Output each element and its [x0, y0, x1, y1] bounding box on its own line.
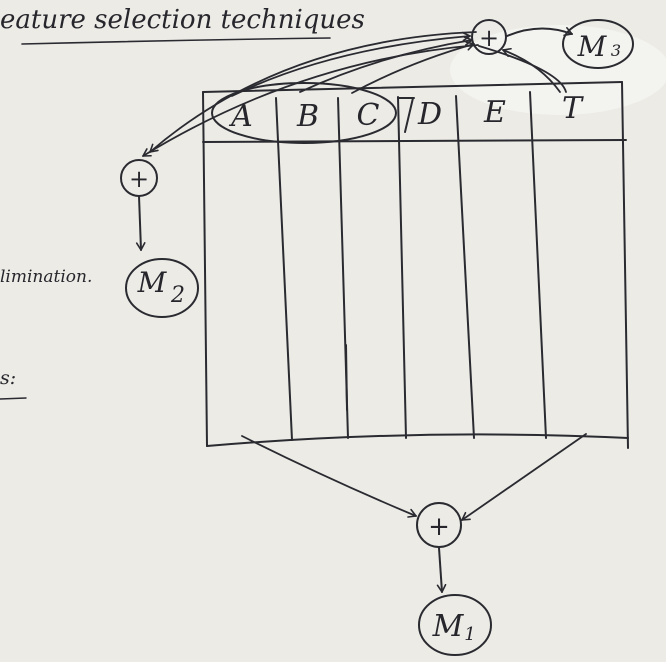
combine-node-left-label: +: [129, 165, 149, 193]
model-m3-subscript: 3: [611, 41, 621, 60]
arrow-to-m2: [135, 195, 146, 251]
model-m3-letter: M: [577, 30, 608, 63]
feature-table: [202, 81, 629, 449]
stray-mark: [345, 344, 348, 411]
model-m2-node: [125, 258, 199, 318]
column-header-t: T: [562, 91, 584, 126]
divider-hook: [397, 97, 415, 133]
feature-subset-ellipse: [211, 82, 397, 144]
note-underline: [0, 397, 27, 400]
table-bottom-border: [206, 433, 629, 447]
model-m2-letter: M: [137, 266, 168, 299]
table-top-border: [202, 81, 623, 93]
arrow-to-m1: [436, 547, 447, 593]
arrow-top-to-t: [478, 45, 567, 93]
arrow-to-m3: [506, 26, 573, 37]
arrow-table-to-bottom-right: [461, 433, 587, 521]
combine-node-top-label: +: [479, 24, 499, 52]
arrow-top-to-left-2: [142, 44, 479, 157]
table-right-border: [621, 81, 629, 449]
arrow-a-to-top: [231, 31, 471, 97]
arrow-table-to-bottom-left: [241, 435, 417, 518]
combine-node-bottom-label: +: [428, 512, 450, 542]
model-m3-node: [562, 19, 634, 69]
model-m2-subscript: 2: [170, 283, 185, 308]
table-left-border: [202, 91, 208, 447]
column-divider: [529, 91, 547, 439]
column-header-b: B: [296, 99, 319, 134]
combine-node-bottom: [416, 502, 462, 548]
column-divider: [275, 97, 293, 441]
arrow-c-to-top: [351, 41, 475, 94]
arrow-top-to-left: [149, 31, 477, 153]
title: eature selection techniques: [0, 5, 365, 35]
column-divider: [397, 96, 407, 439]
column-divider: [455, 95, 475, 439]
model-m1-node: [418, 594, 492, 656]
model-m1-letter: M: [432, 609, 465, 644]
title-underline: [21, 37, 331, 45]
note-other: s:: [0, 367, 16, 389]
note-elimination: limination.: [0, 267, 92, 287]
column-header-c: C: [357, 98, 380, 133]
column-header-e: E: [483, 95, 506, 130]
model-m1-subscript: 1: [464, 624, 475, 645]
arrow-b-to-top: [299, 36, 473, 93]
column-header-d: D: [417, 97, 442, 132]
board-glare: [450, 25, 666, 115]
